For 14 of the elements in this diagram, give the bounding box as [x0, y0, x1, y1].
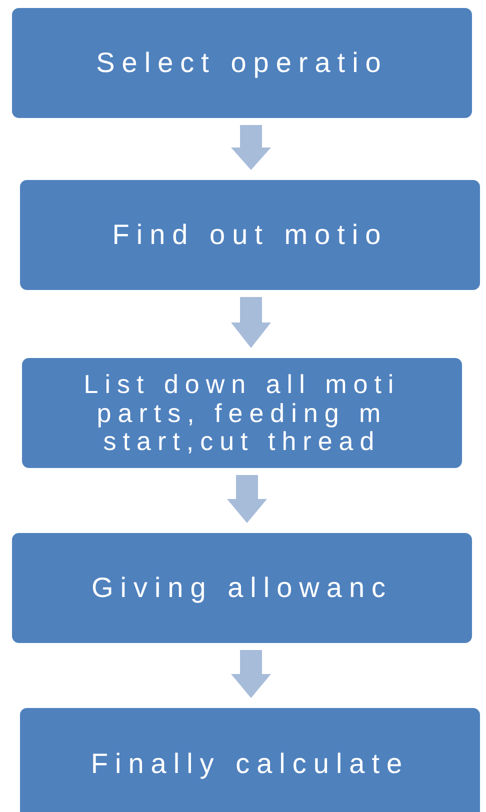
arrow [227, 475, 267, 523]
process-box [22, 358, 462, 468]
process-box [20, 708, 480, 812]
step-text: List down all moti parts, feeding m start,cut thread [82, 370, 402, 456]
arrow [231, 650, 271, 698]
step-text: Finally calculate [90, 748, 410, 780]
step-text: Find out motio [112, 220, 388, 250]
process-box [20, 180, 480, 290]
process-box [12, 8, 472, 118]
process-box [12, 533, 472, 643]
arrow [231, 125, 271, 170]
step-text: Giving allowanc [91, 572, 393, 604]
step-text: Select operatio [96, 48, 388, 78]
arrow [231, 297, 271, 348]
